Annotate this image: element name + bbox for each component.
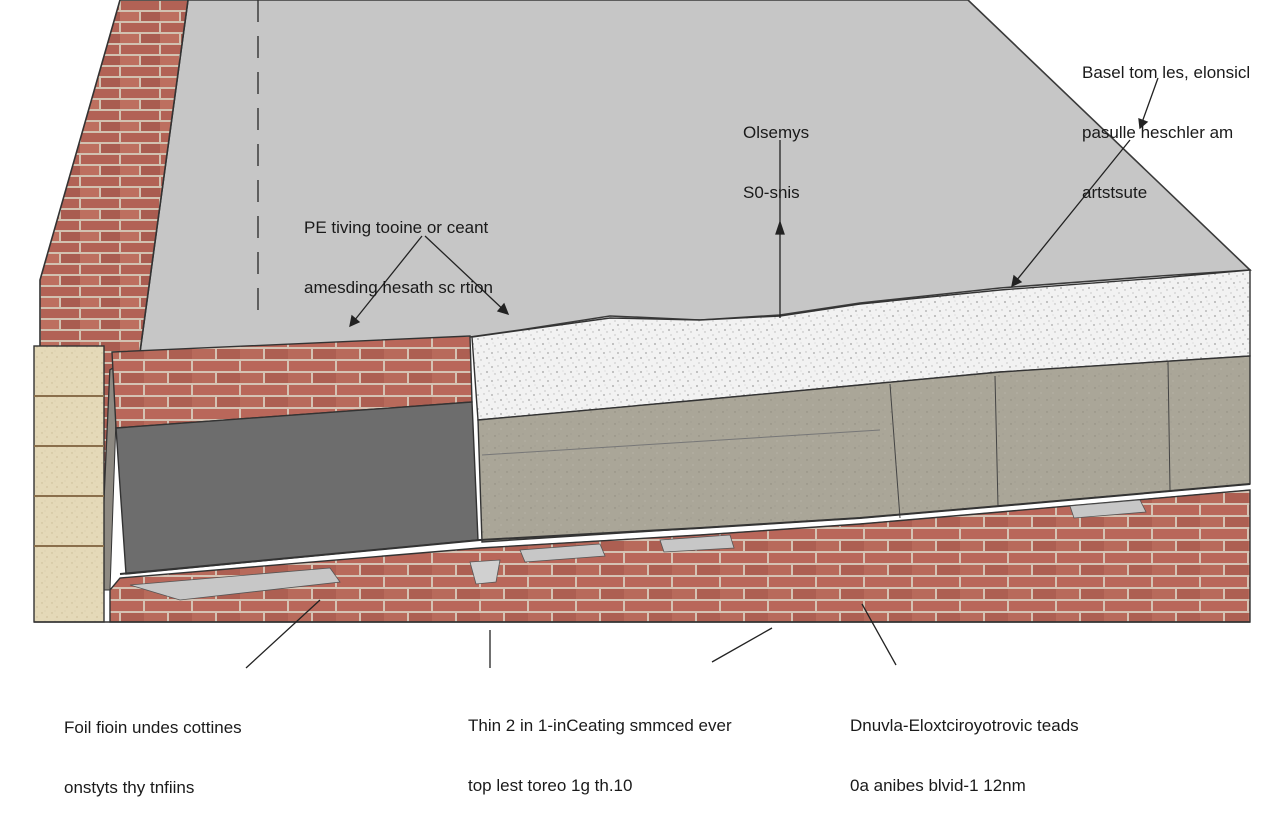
annotation-bottom-left: Foil fioin undes cottines onstyts thy tn… <box>64 678 242 818</box>
annotation-top-center-line1: Olsemys <box>743 123 810 142</box>
annotation-top-center: Olsemys S0-snis <box>743 83 809 223</box>
annotation-bottom-center: Thin 2 in 1-inCeating smmced ever top le… <box>468 676 732 816</box>
floor-section-diagram <box>33 0 1252 669</box>
dark-concrete-base <box>115 401 479 575</box>
annotation-bottom-right-line2: 0a anibes blvid-1 12nm <box>850 776 1026 795</box>
annotation-bottom-left-line1: Foil fioin undes cottines <box>64 718 242 737</box>
sand-base-block <box>33 345 105 623</box>
annotation-bottom-center-line1: Thin 2 in 1-inCeating smmced ever <box>468 716 732 735</box>
annotation-top-right-line1: Basel tom les, elonsicl <box>1082 63 1251 82</box>
annotation-top-right-line3: artstsute <box>1082 183 1148 202</box>
annotation-upper-mid-line1: PE tiving tooine or ceant <box>304 218 489 237</box>
annotation-upper-mid-line2: amesding hesath sc rtion <box>304 278 493 297</box>
leader-lines <box>245 77 1159 669</box>
annotation-bottom-center-line2: top lest toreo 1g th.10 <box>468 776 633 795</box>
annotation-bottom-left-line2: onstyts thy tnfiins <box>64 778 195 797</box>
annotation-top-right-line2: pasulle heschler am <box>1082 123 1234 142</box>
annotation-top-center-line2: S0-snis <box>743 183 800 202</box>
annotation-top-right: Basel tom les, elonsicl pasulle heschler… <box>1082 23 1250 223</box>
annotation-upper-mid: PE tiving tooine or ceant amesding hesat… <box>304 178 493 318</box>
annotation-bottom-right-line1: Dnuvla-Eloxtciroyotrovic teads <box>850 716 1079 735</box>
annotation-bottom-right: Dnuvla-Eloxtciroyotrovic teads 0a anibes… <box>850 676 1079 816</box>
